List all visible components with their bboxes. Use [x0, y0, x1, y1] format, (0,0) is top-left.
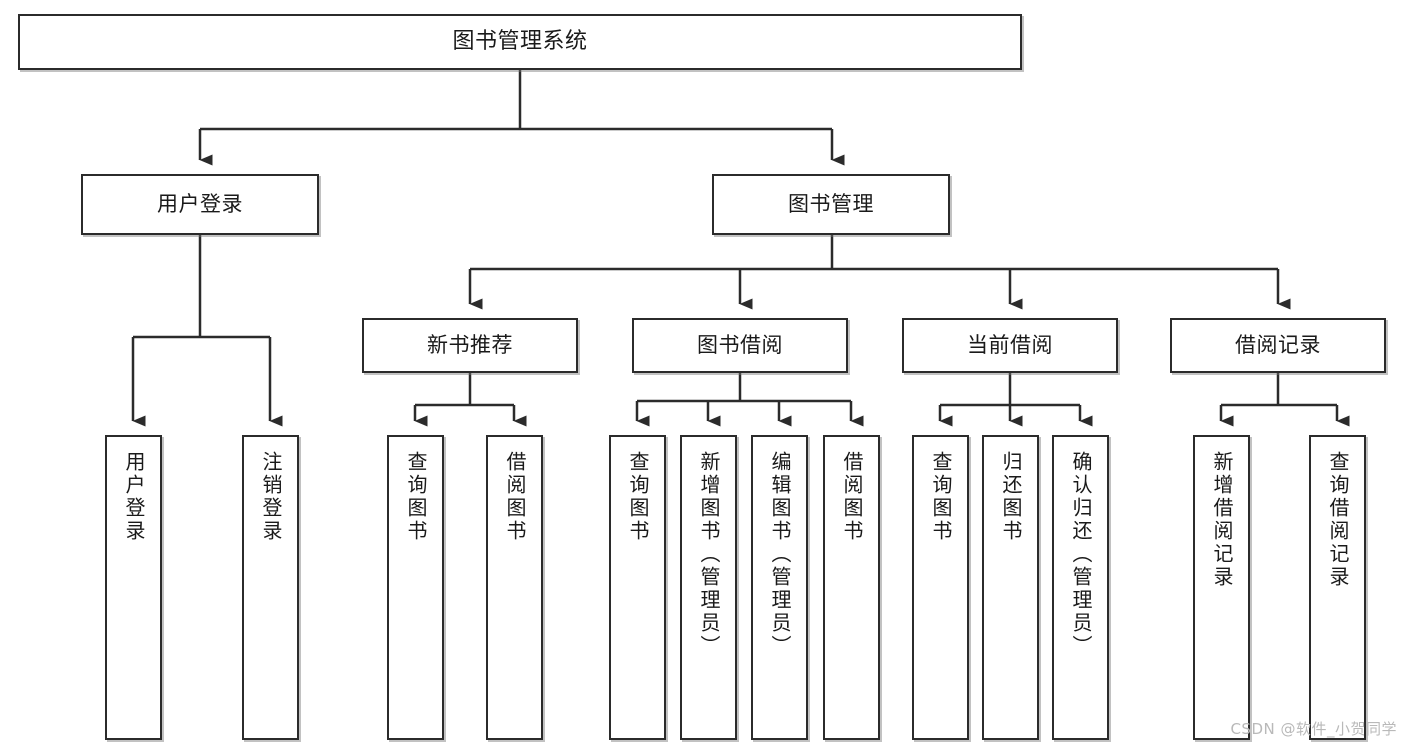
node-borrow-record-label: 借阅记录 [1235, 333, 1321, 358]
node-leaf-query-book-1[interactable]: 查询图书 [387, 435, 444, 740]
node-user-login-label: 用户登录 [157, 192, 243, 217]
node-leaf-query-book-2-label: 查询图书 [626, 451, 650, 543]
node-leaf-borrow-book-1-label: 借阅图书 [503, 451, 527, 543]
node-leaf-add-record[interactable]: 新增借阅记录 [1193, 435, 1250, 740]
node-book-manage[interactable]: 图书管理 [712, 174, 950, 235]
node-leaf-add-book-label: 新增图书（管理员） [697, 451, 721, 658]
node-leaf-user-logout[interactable]: 注销登录 [242, 435, 299, 740]
node-leaf-query-book-1-label: 查询图书 [404, 451, 428, 543]
node-leaf-confirm-return-label: 确认归还（管理员） [1069, 451, 1093, 658]
node-leaf-return-book[interactable]: 归还图书 [982, 435, 1039, 740]
node-leaf-query-record-label: 查询借阅记录 [1326, 451, 1350, 589]
node-new-book-recommend[interactable]: 新书推荐 [362, 318, 578, 373]
node-borrow-record[interactable]: 借阅记录 [1170, 318, 1386, 373]
node-leaf-edit-book[interactable]: 编辑图书（管理员） [751, 435, 808, 740]
node-leaf-query-book-3[interactable]: 查询图书 [912, 435, 969, 740]
node-leaf-add-record-label: 新增借阅记录 [1210, 451, 1234, 589]
node-leaf-return-book-label: 归还图书 [999, 451, 1023, 543]
node-book-borrow-label: 图书借阅 [697, 333, 783, 358]
node-leaf-borrow-book-2-label: 借阅图书 [840, 451, 864, 543]
node-current-borrow-label: 当前借阅 [967, 333, 1053, 358]
node-leaf-confirm-return[interactable]: 确认归还（管理员） [1052, 435, 1109, 740]
node-leaf-borrow-book-2[interactable]: 借阅图书 [823, 435, 880, 740]
node-leaf-edit-book-label: 编辑图书（管理员） [768, 451, 792, 658]
node-book-manage-label: 图书管理 [788, 192, 874, 217]
node-leaf-query-record[interactable]: 查询借阅记录 [1309, 435, 1366, 740]
node-leaf-user-login-label: 用户登录 [122, 451, 146, 543]
node-leaf-query-book-2[interactable]: 查询图书 [609, 435, 666, 740]
node-new-book-recommend-label: 新书推荐 [427, 333, 513, 358]
node-root-label: 图书管理系统 [452, 29, 588, 55]
node-leaf-add-book[interactable]: 新增图书（管理员） [680, 435, 737, 740]
node-leaf-user-login[interactable]: 用户登录 [105, 435, 162, 740]
node-book-borrow[interactable]: 图书借阅 [632, 318, 848, 373]
node-leaf-borrow-book-1[interactable]: 借阅图书 [486, 435, 543, 740]
node-current-borrow[interactable]: 当前借阅 [902, 318, 1118, 373]
node-root[interactable]: 图书管理系统 [18, 14, 1022, 70]
watermark: CSDN @软件_小贺同学 [1230, 720, 1397, 738]
node-leaf-query-book-3-label: 查询图书 [929, 451, 953, 543]
node-user-login[interactable]: 用户登录 [81, 174, 319, 235]
node-leaf-user-logout-label: 注销登录 [259, 451, 283, 543]
